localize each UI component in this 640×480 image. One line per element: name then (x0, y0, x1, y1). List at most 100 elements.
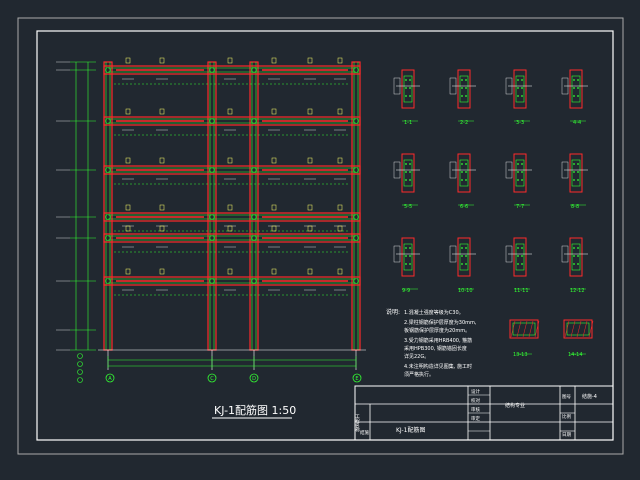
section-marker (337, 204, 343, 211)
column-section-outline (513, 237, 527, 277)
section-marker (271, 108, 277, 115)
rebar-dot (521, 247, 523, 249)
section-rebar-table (449, 245, 457, 263)
rebar-dot (465, 263, 467, 265)
rebar-dot (517, 171, 519, 173)
column-section-outline (401, 69, 415, 109)
section-label-group: 1-1 2-2 3-3 4-4 5-5 6-6 7-7 8-8 9-9 10-1… (402, 120, 585, 358)
section-rebar-table (505, 161, 513, 179)
column-section-stirrup (571, 159, 581, 187)
axis-bubble (207, 373, 217, 383)
note-line-4: 3.受力钢筋采用HRB400, 箍筋 (404, 337, 472, 344)
rebar-dot (409, 179, 411, 181)
rebar-dot (517, 95, 519, 97)
joint-marker (209, 214, 215, 220)
note-line-6: 详见22G。 (404, 353, 429, 360)
rebar-dot (517, 179, 519, 181)
column-section-stirrup (571, 243, 581, 271)
section-rebar-table (393, 245, 401, 263)
slab-hatch (570, 320, 576, 338)
joint-marker (209, 118, 215, 124)
rebar-dot (577, 179, 579, 181)
section-label: 1-1 (404, 120, 412, 126)
joint-marker (353, 167, 359, 173)
frame-beam (103, 116, 361, 126)
column-section-outline (569, 237, 583, 277)
section-marker (227, 204, 233, 211)
drawing-border (36, 30, 614, 441)
rebar-dot (577, 79, 579, 81)
section-marker (307, 57, 313, 64)
rebar-dot (577, 263, 579, 265)
note-line-2: 2.梁柱钢筋保护层厚度为30mm, (404, 319, 477, 326)
joint-marker (353, 278, 359, 284)
joint-marker (353, 235, 359, 241)
section-marker (227, 225, 233, 232)
section-label: 5-5 (404, 204, 412, 210)
rebar-dot (573, 163, 575, 165)
rebar-dot (461, 255, 463, 257)
column-section-stirrup (571, 75, 581, 103)
column-section-stirrup (515, 243, 525, 271)
slab-hatch (528, 320, 534, 338)
rebar-dot (461, 163, 463, 165)
joint-marker (105, 235, 111, 241)
section-marker (125, 157, 131, 164)
section-rebar-table (505, 245, 513, 263)
section-label: 12-12 (570, 288, 585, 294)
section-marker (307, 204, 313, 211)
title-block-border (354, 385, 614, 441)
column-section-stirrup (459, 243, 469, 271)
slab-hatch (564, 320, 570, 338)
elevation-symbol (77, 361, 83, 367)
section-details (393, 69, 588, 290)
section-label: 6-6 (460, 204, 468, 210)
axis-grid (105, 373, 362, 383)
column-section-stirrup (403, 243, 413, 271)
section-marker (271, 57, 277, 64)
rebar-dot (577, 247, 579, 249)
joint-marker (209, 278, 215, 284)
joint-marker (105, 278, 111, 284)
rebar-dot (409, 263, 411, 265)
beam-section-outline (563, 319, 593, 339)
rebar-dot (405, 87, 407, 89)
rebar-dot (573, 79, 575, 81)
rebar-dot (577, 255, 579, 257)
section-marker (337, 225, 343, 232)
section-marker (125, 204, 131, 211)
rebar-dot (577, 95, 579, 97)
rebar-dot (517, 163, 519, 165)
drawing-number: 结施-4 (582, 393, 597, 400)
rebar-dot (573, 247, 575, 249)
rebar-dot (521, 79, 523, 81)
column-section-stirrup (459, 75, 469, 103)
section-rebar-table (561, 77, 569, 95)
joint-marker (105, 67, 111, 73)
rebar-dot (521, 255, 523, 257)
rebar-dot (517, 247, 519, 249)
slab-hatch (516, 320, 522, 338)
level-dimension-ladder (56, 61, 96, 383)
column-section-stirrup (515, 75, 525, 103)
axis-bubble (352, 373, 362, 383)
section-rebar-table (393, 77, 401, 95)
joint-marker (251, 235, 257, 241)
slab-hatch (588, 320, 594, 338)
section-rebar-table (505, 77, 513, 95)
rebar-dot (409, 247, 411, 249)
rebar-dot (573, 263, 575, 265)
rebar-dot (521, 87, 523, 89)
rebar-dot (465, 171, 467, 173)
section-marker (271, 225, 277, 232)
section-label: 2-2 (460, 120, 468, 126)
rebar-dot (409, 255, 411, 257)
section-rebar-table (561, 161, 569, 179)
section-label: 3-3 (516, 120, 524, 126)
elevation-symbol (77, 377, 83, 383)
axis-label-e: E (355, 376, 358, 382)
section-marker (159, 204, 165, 211)
rebar-dot (573, 255, 575, 257)
note-line-1: 1.混凝土强度等级为C30。 (404, 309, 464, 316)
